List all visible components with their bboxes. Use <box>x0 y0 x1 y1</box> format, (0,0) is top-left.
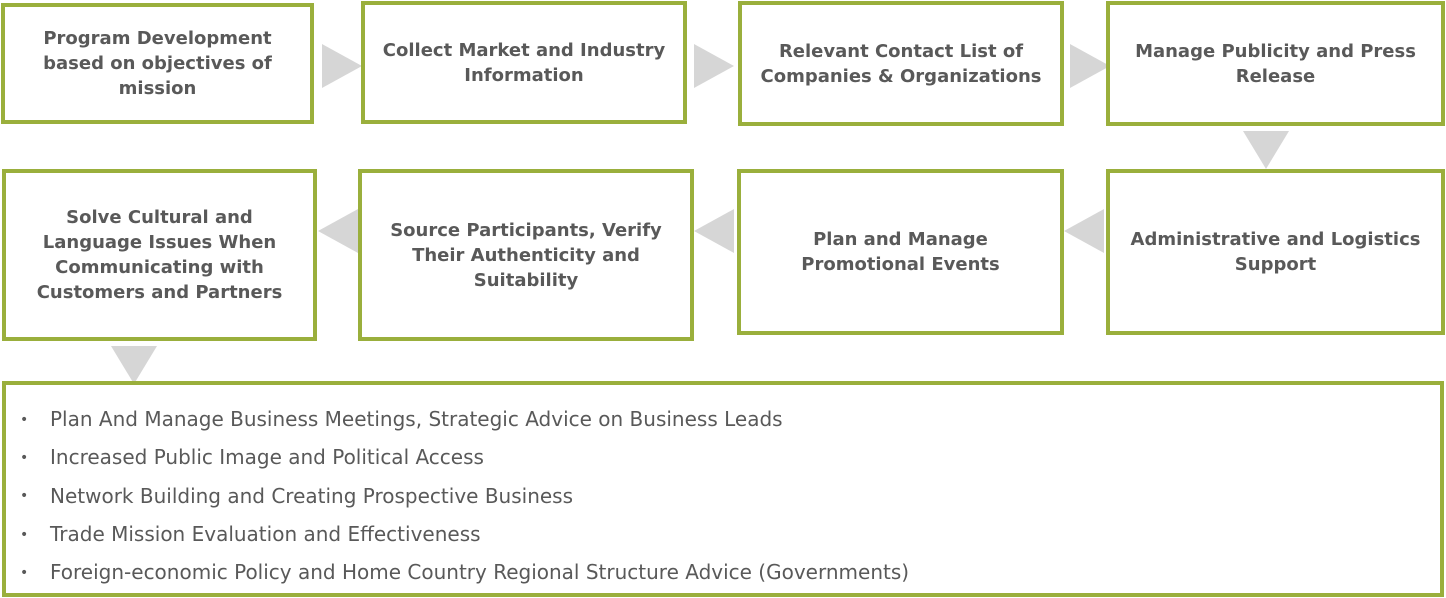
step-box-4: Manage Publicity and Press Release <box>1106 1 1445 126</box>
arrow-right-icon <box>1070 44 1110 88</box>
step-label: Relevant Contact List of Companies & Org… <box>760 40 1042 87</box>
outcomes-list: • Plan And Manage Business Meetings, Stra… <box>20 401 1440 592</box>
outcome-text: Foreign-economic Policy and Home Country… <box>50 560 910 585</box>
step-label: Plan and Manage Promotional Events <box>801 229 1000 275</box>
bullet-icon: • <box>20 564 29 581</box>
outcome-text: Plan And Manage Business Meetings, Strat… <box>50 407 783 431</box>
step-box-8: Solve Cultural and Language Issues When … <box>2 169 317 341</box>
step-label: Administrative and Logistics Support <box>1130 229 1421 275</box>
bullet-icon: • <box>20 450 29 466</box>
outcome-text: Increased Public Image and Political Acc… <box>50 445 484 470</box>
list-item: • Network Building and Creating Prospecti… <box>20 478 1440 516</box>
list-item: • Foreign-economic Policy and Home Countr… <box>20 554 1440 592</box>
list-item: • Increased Public Image and Political Ac… <box>20 439 1440 477</box>
step-box-1: Program Development based on objectives … <box>1 3 314 124</box>
arrow-right-icon <box>694 44 734 88</box>
outcome-text: Network Building and Creating Prospectiv… <box>50 483 574 508</box>
arrow-left-icon <box>1064 209 1104 253</box>
bullet-icon: • <box>20 411 29 428</box>
step-label: Solve Cultural and Language Issues When … <box>36 207 283 303</box>
step-box-6: Plan and Manage Promotional Events <box>737 169 1064 335</box>
step-label: Program Development based on objectives … <box>43 28 272 99</box>
step-label: Manage Publicity and Press Release <box>1135 40 1416 87</box>
step-box-7: Source Participants, Verify Their Authen… <box>358 169 694 341</box>
step-box-5: Administrative and Logistics Support <box>1106 169 1445 335</box>
list-item: • Trade Mission Evaluation and Effectiven… <box>20 516 1440 554</box>
outcomes-box: • Plan And Manage Business Meetings, Stra… <box>2 381 1444 597</box>
bullet-icon: • <box>20 488 29 505</box>
step-label: Source Participants, Verify Their Authen… <box>390 219 662 291</box>
bullet-icon: • <box>20 526 29 543</box>
step-box-3: Relevant Contact List of Companies & Org… <box>738 1 1064 126</box>
step-box-2: Collect Market and Industry Information <box>361 1 687 124</box>
outcome-text: Trade Mission Evaluation and Effectivene… <box>50 521 481 546</box>
arrow-down-icon <box>111 346 157 384</box>
step-label: Collect Market and Industry Information <box>382 39 666 86</box>
list-item: • Plan And Manage Business Meetings, Stra… <box>20 401 1440 439</box>
arrow-down-icon <box>1243 131 1289 169</box>
arrow-left-icon <box>694 209 734 253</box>
arrow-left-icon <box>318 209 358 253</box>
arrow-right-icon <box>322 44 362 88</box>
